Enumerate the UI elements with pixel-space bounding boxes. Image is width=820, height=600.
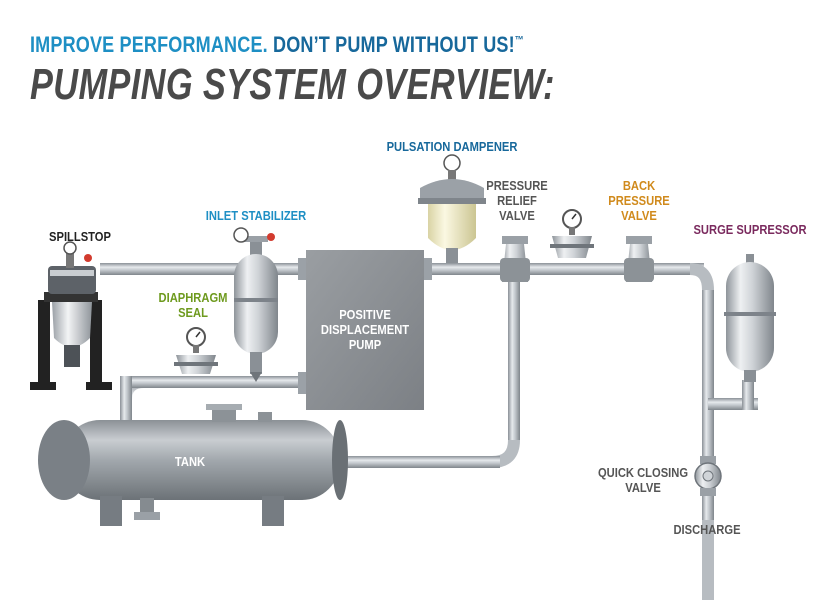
tagline-part2: DON’T PUMP WITHOUT US! bbox=[273, 32, 515, 57]
label-line: SPILLSTOP bbox=[49, 229, 111, 244]
label-line: TANK bbox=[174, 454, 206, 469]
inline-gauge-valve bbox=[550, 209, 594, 258]
label-diaphragm-seal: DIAPHRAGM SEAL bbox=[159, 290, 228, 320]
inlet-stabilizer bbox=[233, 227, 278, 382]
pulsation-dampener bbox=[418, 154, 486, 263]
trademark-symbol: ™ bbox=[514, 34, 524, 47]
label-back-pressure-valve: BACK PRESSURE VALVE bbox=[608, 178, 670, 223]
diaphragm-seal bbox=[174, 327, 218, 374]
label-tank: TANK bbox=[175, 454, 205, 469]
label-pump: POSITIVE DISPLACEMENT PUMP bbox=[321, 307, 409, 352]
label-line: SURGE SUPRESSOR bbox=[693, 222, 807, 237]
label-line: POSITIVE bbox=[339, 307, 391, 322]
spillstop bbox=[30, 241, 112, 390]
pipe-relief-return bbox=[508, 275, 520, 440]
label-line: PRESSURE bbox=[486, 178, 548, 193]
label-line: VALVE bbox=[625, 480, 661, 495]
label-spillstop: SPILLSTOP bbox=[49, 229, 111, 244]
label-line: VALVE bbox=[499, 208, 535, 223]
pipe-flange bbox=[298, 258, 306, 280]
label-line: RELIEF bbox=[497, 193, 537, 208]
label-line: INLET STABILIZER bbox=[205, 208, 307, 223]
tagline-part1: IMPROVE PERFORMANCE. bbox=[30, 32, 268, 57]
tank bbox=[38, 404, 348, 526]
label-pulsation-dampener: PULSATION DAMPENER bbox=[387, 139, 518, 154]
label-line: SEAL bbox=[178, 305, 208, 320]
pipe-pump-discharge bbox=[424, 263, 704, 275]
label-line: DISCHARGE bbox=[673, 522, 741, 537]
back-pressure-valve bbox=[624, 236, 654, 282]
label-line: DISPLACEMENT bbox=[320, 322, 410, 337]
pump-body bbox=[306, 250, 424, 410]
label-line: PRESSURE bbox=[608, 193, 670, 208]
label-pressure-relief-valve: PRESSURE RELIEF VALVE bbox=[486, 178, 548, 223]
pipe-flange bbox=[298, 372, 306, 394]
label-line: DIAPHRAGM bbox=[158, 290, 228, 305]
surge-suppressor bbox=[724, 254, 776, 382]
label-discharge: DISCHARGE bbox=[673, 522, 740, 537]
label-line: VALVE bbox=[621, 208, 657, 223]
label-surge-suppressor: SURGE SUPRESSOR bbox=[693, 222, 806, 237]
page-title: PUMPING SYSTEM OVERVIEW: bbox=[30, 60, 555, 109]
label-line: PUMP bbox=[348, 337, 382, 352]
label-inlet-stabilizer: INLET STABILIZER bbox=[206, 208, 306, 223]
pressure-relief-valve bbox=[500, 236, 530, 282]
label-quick-closing-valve: QUICK CLOSING VALVE bbox=[598, 465, 688, 495]
label-line: PULSATION DAMPENER bbox=[386, 139, 518, 154]
label-line: QUICK CLOSING bbox=[597, 465, 689, 480]
tagline: IMPROVE PERFORMANCE. DON’T PUMP WITHOUT … bbox=[30, 32, 524, 58]
label-line: BACK bbox=[622, 178, 656, 193]
quick-closing-valve bbox=[694, 456, 722, 496]
